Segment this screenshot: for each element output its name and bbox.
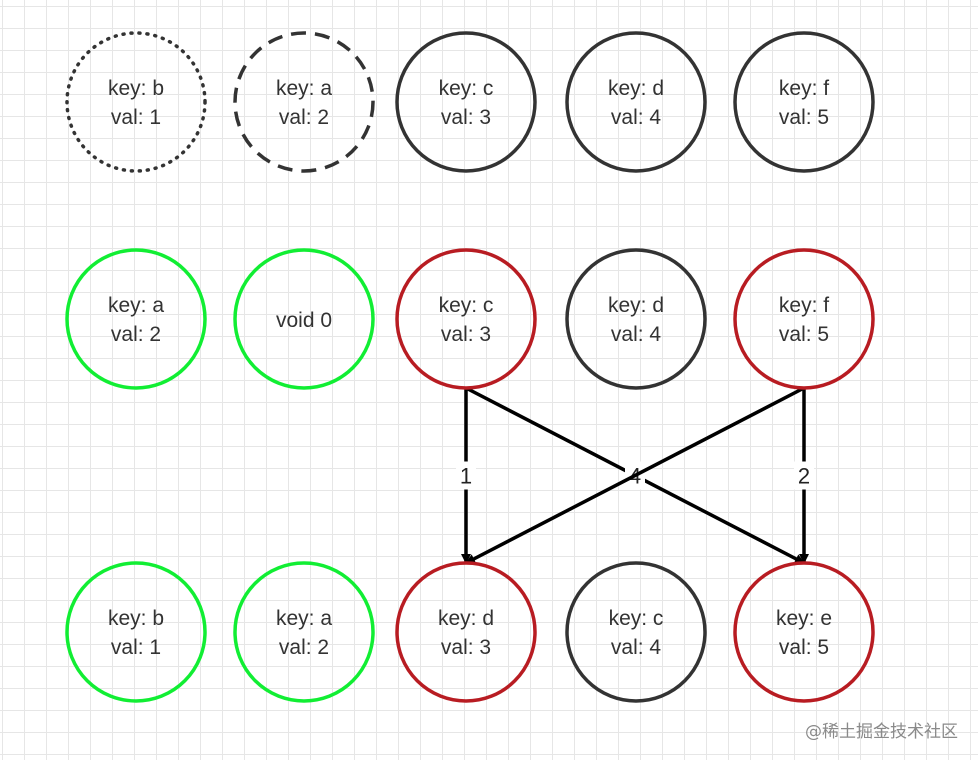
node-r2-c3: key: c val: 3 xyxy=(395,248,537,390)
node-key: key: a xyxy=(108,294,164,317)
node-circle xyxy=(395,31,537,173)
node-key: key: c xyxy=(439,77,494,100)
edge-label: 1 xyxy=(460,464,472,489)
node-val: val: 3 xyxy=(441,106,491,129)
node-r3-c2: key: a val: 2 xyxy=(233,561,375,703)
node-circle xyxy=(395,561,537,703)
node-r1-c1: key: b val: 1 xyxy=(65,31,207,173)
node-circle xyxy=(565,561,707,703)
node-text: void 0 xyxy=(276,309,332,332)
node-val: val: 1 xyxy=(111,106,161,129)
node-r2-c1: key: a val: 2 xyxy=(65,248,207,390)
node-circle xyxy=(733,561,875,703)
node-val: val: 4 xyxy=(611,106,662,129)
edge-arrow xyxy=(465,386,805,565)
node-key: key: a xyxy=(276,607,332,630)
node-val: val: 3 xyxy=(441,323,491,346)
node-r3-c3: key: d val: 3 xyxy=(395,561,537,703)
node-key: key: b xyxy=(108,607,164,630)
node-val: val: 4 xyxy=(611,636,662,659)
node-circle xyxy=(65,248,207,390)
node-r2-c2: void 0 xyxy=(233,248,375,390)
node-circle xyxy=(233,248,375,390)
node-val: val: 3 xyxy=(441,636,491,659)
node-r2-c5: key: f val: 5 xyxy=(733,248,875,390)
watermark: @稀土掘金技术社区 xyxy=(805,722,958,742)
node-key: key: c xyxy=(609,607,664,630)
edge-label-bg xyxy=(456,461,476,490)
node-key: key: e xyxy=(776,607,832,630)
node-r2-c4: key: d val: 4 xyxy=(565,248,707,390)
edge-2: 2 xyxy=(794,388,814,564)
node-circle xyxy=(233,31,375,173)
node-r1-c5: key: f val: 5 xyxy=(733,31,875,173)
node-val: val: 2 xyxy=(279,636,329,659)
node-r1-c4: key: d val: 4 xyxy=(565,31,707,173)
node-key: key: d xyxy=(608,77,664,100)
node-val: val: 4 xyxy=(611,323,662,346)
node-r1-c3: key: c val: 3 xyxy=(395,31,537,173)
node-key: key: f xyxy=(779,294,829,317)
node-circle xyxy=(65,561,207,703)
node-val: val: 5 xyxy=(779,106,829,129)
node-circle xyxy=(565,248,707,390)
node-circle xyxy=(565,31,707,173)
node-key: key: f xyxy=(779,77,829,100)
node-r1-c2: key: a val: 2 xyxy=(233,31,375,173)
node-circle xyxy=(733,31,875,173)
node-circle xyxy=(733,248,875,390)
node-val: val: 2 xyxy=(111,323,161,346)
node-circle xyxy=(395,248,537,390)
node-circle xyxy=(233,561,375,703)
edge-label: 2 xyxy=(798,464,810,489)
node-r3-c5: key: e val: 5 xyxy=(733,561,875,703)
node-key: key: b xyxy=(108,77,164,100)
node-key: key: d xyxy=(438,607,494,630)
node-val: val: 2 xyxy=(279,106,329,129)
edge-label-bg xyxy=(794,461,814,490)
node-r3-c4: key: c val: 4 xyxy=(565,561,707,703)
node-key: key: d xyxy=(608,294,664,317)
node-key: key: a xyxy=(276,77,332,100)
node-r3-c1: key: b val: 1 xyxy=(65,561,207,703)
node-key: key: c xyxy=(439,294,494,317)
node-val: val: 1 xyxy=(111,636,161,659)
edge-1: 1 xyxy=(456,388,476,564)
node-val: val: 5 xyxy=(779,323,829,346)
edge-4 xyxy=(465,386,805,565)
node-val: val: 5 xyxy=(779,636,829,659)
node-circle xyxy=(65,31,207,173)
